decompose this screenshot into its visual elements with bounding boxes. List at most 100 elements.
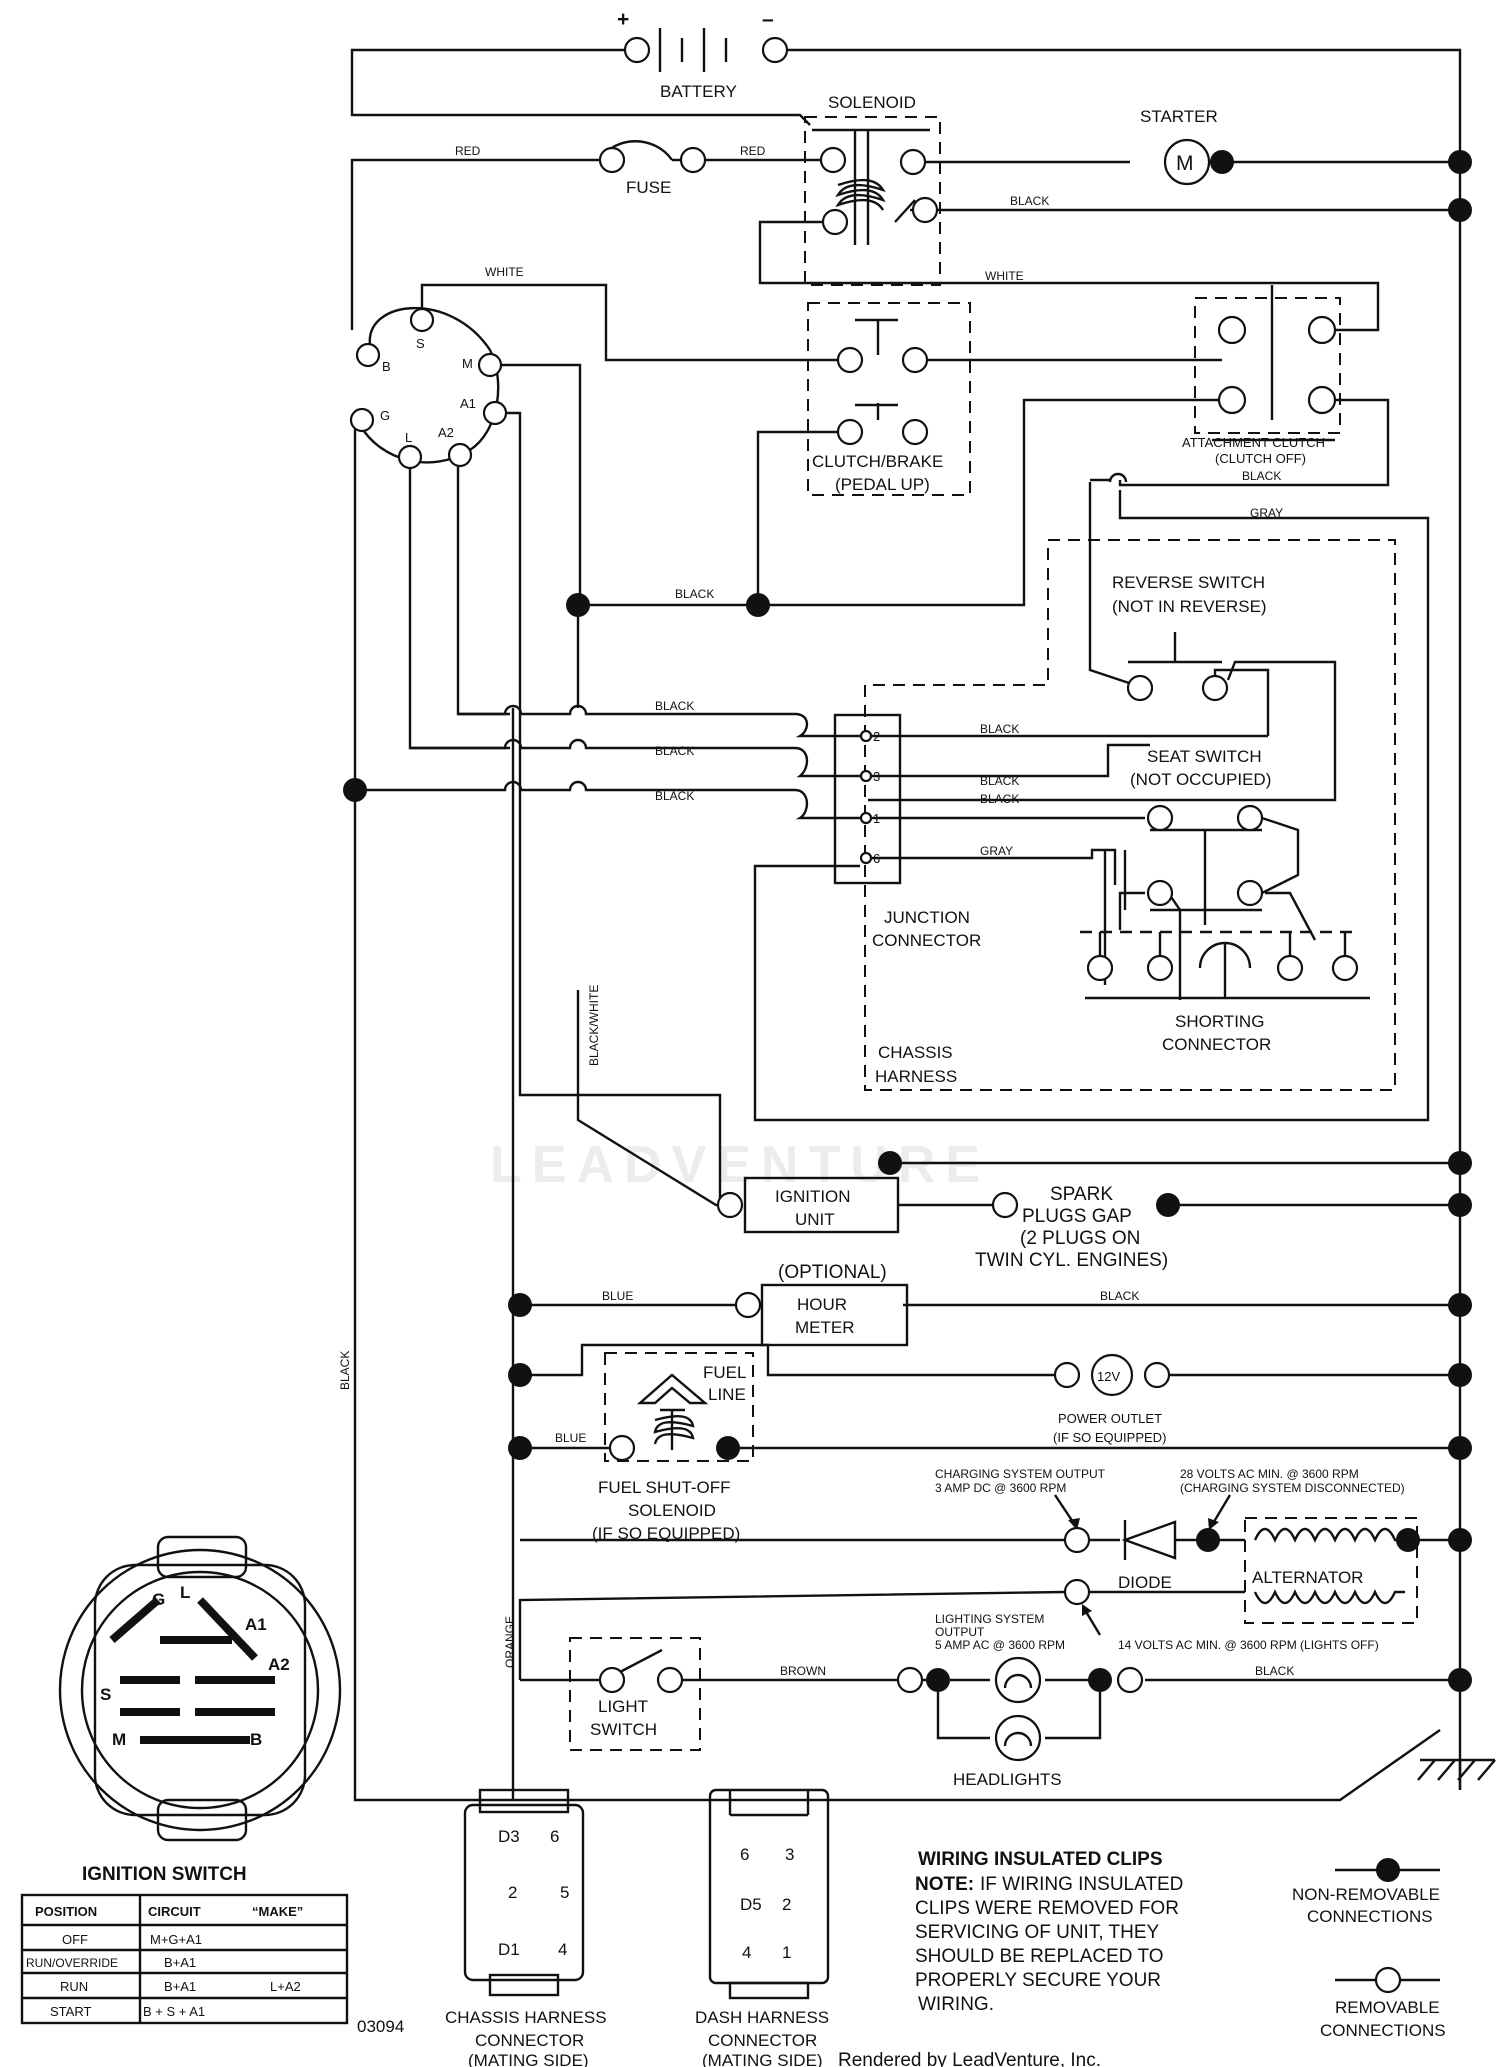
attachment-clutch-label: ATTACHMENT CLUTCH (1182, 435, 1325, 450)
switch-face-a2: A2 (268, 1655, 290, 1674)
hour-meter-sublabel: METER (795, 1318, 855, 1337)
wire-label-black-meter: BLACK (1100, 1289, 1139, 1303)
charging-output-sublabel: 3 AMP DC @ 3600 RPM (935, 1481, 1066, 1495)
chassis-pin-d1: D1 (498, 1940, 520, 1959)
fuse: FUSE (598, 146, 707, 197)
wire-label-black-j1: BLACK (980, 792, 1019, 806)
terminal-b-label: B (382, 359, 391, 374)
fuel-solenoid-sublabel: SOLENOID (628, 1501, 716, 1520)
ignition-unit-label: IGNITION (775, 1187, 851, 1206)
clips-note-label: NOTE: (915, 1874, 974, 1895)
fuel-line-sublabel: LINE (708, 1385, 746, 1404)
lighting-output-sub1: OUTPUT (935, 1625, 985, 1639)
fuel-solenoid-note: (IF SO EQUIPPED) (592, 1524, 740, 1543)
enclosures (569, 116, 1418, 1751)
wire-label-red-2: RED (740, 144, 766, 158)
ignition-circuit-table: POSITION CIRCUIT “MAKE” OFF M+G+A1 RUN/O… (20, 1893, 349, 2025)
headlights-label: HEADLIGHTS (953, 1770, 1062, 1789)
shorting-connector: SHORTING CONNECTOR (1080, 930, 1370, 1054)
wire-label-black-lights: BLACK (1255, 1664, 1294, 1678)
terminal-m-label: M (462, 356, 473, 371)
chassis-pin-4: 4 (558, 1940, 567, 1959)
wire-label-brown: BROWN (780, 1664, 826, 1678)
table-header-position: POSITION (35, 1904, 97, 1919)
clips-note-line-4: PROPERLY SECURE YOUR (915, 1970, 1161, 1991)
battery-minus-icon: – (762, 8, 774, 31)
legend-removable-2: CONNECTIONS (1320, 2021, 1446, 2040)
volts-28-label: 28 VOLTS AC MIN. @ 3600 RPM (1180, 1467, 1359, 1481)
dash-connector-caption-3: (MATING SIDE) (702, 2051, 823, 2067)
table-row-2-make: L+A2 (270, 1979, 301, 1994)
dash-harness-connector: 6 3 D5 2 4 1 DASH HARNESS CONNECTOR (MAT… (695, 1788, 830, 2067)
table-row-3-position: START (50, 2004, 91, 2019)
reverse-switch: REVERSE SWITCH (NOT IN REVERSE) (1112, 573, 1267, 702)
switch-face-a1: A1 (245, 1615, 267, 1634)
legend-open-dot (1374, 1966, 1402, 1994)
watermark: LEADVENTURE (490, 1136, 990, 1194)
junction-pin-3: 3 (873, 769, 880, 784)
legend-non-removable-1: NON-REMOVABLE (1292, 1885, 1440, 1904)
volts-14-label: 14 VOLTS AC MIN. @ 3600 RPM (LIGHTS OFF) (1118, 1638, 1379, 1652)
shorting-connector-sublabel: CONNECTOR (1162, 1035, 1271, 1054)
terminal-l-label: L (405, 430, 412, 445)
wire-label-orange: ORANGE (503, 1616, 517, 1668)
reverse-switch-sublabel: (NOT IN REVERSE) (1112, 597, 1267, 616)
headlights: HEADLIGHTS (896, 1656, 1144, 1789)
wire-label-gray-j6: GRAY (980, 844, 1013, 858)
diode-label: DIODE (1118, 1573, 1172, 1592)
switch-face-s: S (100, 1685, 111, 1704)
motor-icon: M (1176, 152, 1194, 175)
dash-pin-2: 2 (782, 1895, 791, 1914)
dash-connector-caption-2: CONNECTOR (708, 2031, 817, 2050)
hour-meter-optional: (OPTIONAL) (778, 1262, 887, 1283)
charging-system: CHARGING SYSTEM OUTPUT 3 AMP DC @ 3600 R… (935, 1467, 1420, 1652)
dash-connector-caption-1: DASH HARNESS (695, 2008, 829, 2027)
wire-label-black-ign: BLACK (675, 587, 714, 601)
table-row-0-position: OFF (62, 1932, 88, 1947)
battery-label: BATTERY (660, 82, 737, 101)
dash-pin-4: 4 (742, 1943, 751, 1962)
light-switch-sublabel: SWITCH (590, 1720, 657, 1739)
power-outlet: 12V POWER OUTLET (IF SO EQUIPPED) (1053, 1353, 1171, 1445)
switch-face-g: G (152, 1590, 165, 1609)
lighting-output-sub2: 5 AMP AC @ 3600 RPM (935, 1638, 1065, 1652)
chassis-pin-5: 5 (560, 1883, 569, 1902)
volts-28-sublabel: (CHARGING SYSTEM DISCONNECTED) (1180, 1481, 1405, 1495)
spark-plugs-line1: SPARK (1050, 1184, 1113, 1205)
attachment-clutch-sublabel: (CLUTCH OFF) (1215, 451, 1306, 466)
table-row-0-circuit: M+G+A1 (150, 1932, 202, 1947)
ignition-unit-sublabel: UNIT (795, 1210, 835, 1229)
lighting-output-label: LIGHTING SYSTEM (935, 1612, 1044, 1626)
spark-plugs-line3: (2 PLUGS ON (1020, 1228, 1140, 1249)
junction-connector-sublabel: CONNECTOR (872, 931, 981, 950)
wire-label-black-j2: BLACK (980, 722, 1019, 736)
terminal-a2-label: A2 (438, 425, 454, 440)
power-outlet-sublabel: (IF SO EQUIPPED) (1053, 1430, 1166, 1445)
terminal-s-label: S (416, 336, 425, 351)
wire-label-white-1: WHITE (985, 269, 1024, 283)
connection-dots (343, 150, 1472, 1692)
switch-face-m: M (112, 1730, 126, 1749)
hour-meter-label: HOUR (797, 1295, 847, 1314)
wire-labels: RED RED BLACK WHITE WHITE BLACK GRAY BLA… (338, 144, 1294, 1678)
ignition-unit: IGNITION UNIT (716, 1176, 900, 1234)
light-switch: LIGHT SWITCH (590, 1648, 684, 1739)
clips-note-line-2: SERVICING OF UNIT, THEY (915, 1922, 1160, 1943)
wire-label-black-clutch: BLACK (1242, 469, 1281, 483)
wire-label-blue-2: BLUE (555, 1431, 586, 1445)
wire-label-blue-1: BLUE (602, 1289, 633, 1303)
table-row-2-position: RUN (60, 1979, 88, 1994)
diagram-code: 03094 (357, 2017, 404, 2036)
junction-connector: 2 3 1 6 JUNCTION CONNECTOR (833, 713, 981, 950)
wire-label-black-h1: BLACK (655, 699, 694, 713)
solenoid-label: SOLENOID (828, 93, 916, 112)
battery-plus-icon: + (617, 8, 629, 31)
dash-pin-3: 3 (785, 1845, 794, 1864)
dash-pin-d5: D5 (740, 1895, 762, 1914)
dash-pin-1: 1 (782, 1943, 791, 1962)
legend: NON-REMOVABLE CONNECTIONS REMOVABLE CONN… (1292, 1858, 1446, 2040)
chassis-harness-label: CHASSIS (878, 1043, 953, 1062)
power-outlet-symbol: 12V (1097, 1369, 1120, 1384)
clips-note-line-3: SHOULD BE REPLACED TO (915, 1946, 1163, 1967)
junction-connector-label: JUNCTION (884, 908, 970, 927)
